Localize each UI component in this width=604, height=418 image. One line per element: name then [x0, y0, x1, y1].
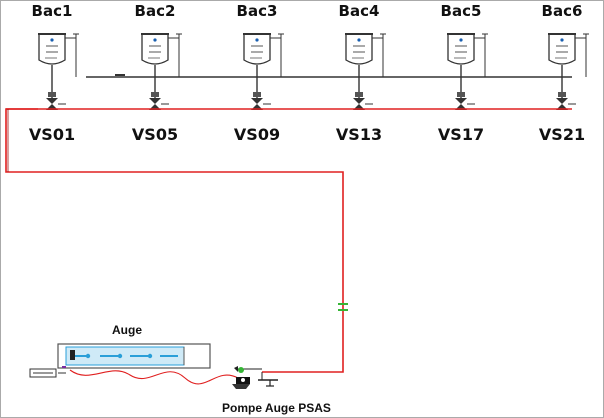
tank-level-dot — [560, 38, 564, 42]
trough-instrument — [29, 366, 66, 378]
valve-symbol — [455, 92, 475, 110]
tank-label: Bac2 — [135, 2, 176, 20]
valve-label: VS21 — [539, 125, 585, 144]
red-return-left — [5, 108, 344, 373]
tank-level-dot — [153, 38, 157, 42]
tank-body — [447, 33, 475, 65]
tank-body — [548, 33, 576, 65]
tank-label: Bac6 — [542, 2, 583, 20]
valve-symbol — [251, 92, 271, 110]
valve-label: VS05 — [132, 125, 178, 144]
tank-label: Bac3 — [237, 2, 278, 20]
tank-level-dot — [50, 38, 54, 42]
tank-body — [38, 33, 66, 65]
valve-symbol — [46, 92, 66, 110]
valve-label: VS09 — [234, 125, 280, 144]
pump-label: Pompe Auge PSAS — [222, 401, 331, 415]
tank-level-dot — [357, 38, 361, 42]
flow-marker — [338, 303, 348, 311]
valve-symbol — [149, 92, 169, 110]
trough-inlet-sensor — [70, 350, 75, 360]
valve-symbol — [556, 92, 576, 110]
tank-label: Bac1 — [32, 2, 73, 20]
trough-label: Auge — [112, 323, 142, 337]
tank-label: Bac5 — [441, 2, 482, 20]
return-hose — [69, 369, 239, 385]
tank-level-dot — [459, 38, 463, 42]
trough-node-2 — [117, 353, 123, 359]
tank-level-dot — [255, 38, 259, 42]
trough — [57, 343, 211, 369]
tank-body — [141, 33, 169, 65]
tank-label: Bac4 — [339, 2, 380, 20]
trough-node-3 — [147, 353, 153, 359]
pump-psas — [232, 366, 278, 389]
tank-body — [243, 33, 271, 65]
trough-node-1 — [85, 353, 91, 359]
valve-label: VS01 — [29, 125, 75, 144]
valve-symbol — [353, 92, 373, 110]
valve-label: VS17 — [438, 125, 484, 144]
valve-label: VS13 — [336, 125, 382, 144]
tank-body — [345, 33, 373, 65]
